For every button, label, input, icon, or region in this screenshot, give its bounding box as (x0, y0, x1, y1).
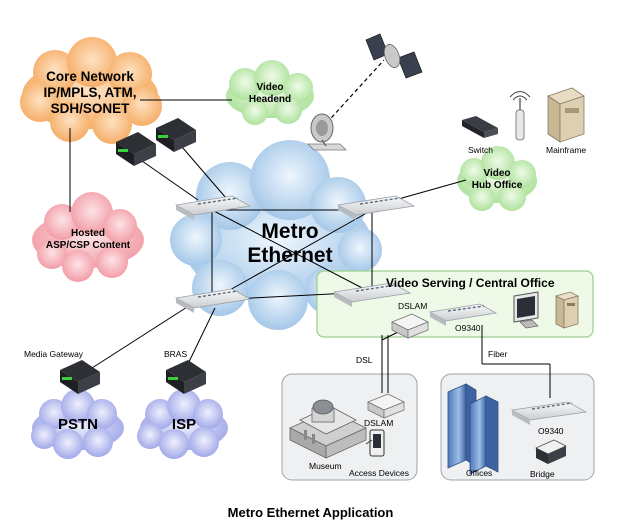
media-gateway-label: Media Gateway (24, 349, 84, 359)
bras-label: BRAS (164, 349, 188, 359)
o9340-offices-label: O9340 (538, 426, 564, 436)
video-headend-cloud (226, 60, 314, 125)
mainframe-icon (547, 87, 585, 143)
dslam-museum (367, 393, 405, 419)
pc-tower-icon (554, 291, 580, 329)
isp-cloud (137, 389, 228, 459)
hosted-content-line-2: ASP/CSP Content (45, 240, 131, 251)
core-network-line-1: Core Network (46, 69, 134, 84)
diagram-caption: Metro Ethernet Application (227, 505, 394, 520)
core-router-left (116, 132, 156, 166)
dsl-label: DSL (356, 355, 373, 365)
switch-label: Switch (468, 145, 494, 155)
wireless-antenna-icon (509, 91, 531, 141)
office-buildings-icon (447, 383, 499, 475)
o9340-central-office-label: O9340 (455, 323, 481, 333)
o9340-offices-device (510, 401, 588, 425)
video-serving-title: Video Serving / Central Office (386, 276, 555, 290)
media-gateway-device (60, 360, 100, 394)
dslam-museum-label: DSLAM (364, 418, 394, 428)
video-hub-office-line-1: Video (483, 168, 511, 179)
metro-ethernet-line-1: Metro (261, 220, 319, 243)
core-router-right (156, 118, 196, 152)
fiber-label: Fiber (488, 349, 508, 359)
metro-switch-top-left (174, 195, 252, 220)
switch-device-icon (462, 116, 498, 138)
satellite-dish-icon (307, 113, 347, 151)
dslam-central-office-label: DSLAM (398, 301, 428, 311)
pstn-label: PSTN (57, 416, 98, 433)
hosted-content-cloud (32, 192, 144, 282)
hosted-content-line-1: Hosted (71, 228, 105, 239)
video-hub-office-line-2: Hub Office (471, 180, 523, 191)
metro-ethernet-label: Metro Ethernet (222, 220, 358, 268)
bridge-label: Bridge (530, 469, 555, 479)
video-headend-line-1: Video (256, 82, 284, 93)
core-network-line-2: IP/MPLS, ATM, (43, 85, 137, 100)
satellite-link (321, 59, 385, 129)
pstn-cloud (31, 389, 124, 459)
core-network-line-3: SDH/SONET (50, 101, 130, 116)
isp-label: ISP (171, 416, 197, 433)
core-network-cloud (20, 37, 162, 144)
monitor-icon (513, 291, 539, 329)
museum-building-icon (289, 399, 367, 459)
video-headend-line-2: Headend (248, 94, 292, 105)
bridge-device-icon (535, 439, 567, 464)
core-network-label: Core Network IP/MPLS, ATM, SDH/SONET (20, 69, 160, 117)
access-devices-label: Access Devices (349, 468, 409, 478)
bras-device (166, 360, 206, 394)
hosted-content-label: Hosted ASP/CSP Content (38, 228, 138, 252)
mainframe-label: Mainframe (546, 145, 587, 155)
video-hub-office-label: Video Hub Office (462, 168, 532, 192)
dslam-central-office (391, 313, 429, 339)
metro-switch-bottom-right (332, 282, 412, 307)
offices-label: Offices (466, 468, 493, 478)
video-hub-office-cloud (457, 146, 537, 211)
metro-ethernet-line-2: Ethernet (247, 244, 333, 267)
access-device-icon (365, 429, 385, 457)
o9340-central-office-device (428, 303, 498, 326)
museum-label: Museum (309, 461, 342, 471)
metro-switch-top-right (336, 195, 416, 220)
video-headend-label: Video Headend (240, 82, 300, 106)
metro-switch-bottom-left (174, 288, 252, 313)
satellite-icon (365, 33, 423, 79)
